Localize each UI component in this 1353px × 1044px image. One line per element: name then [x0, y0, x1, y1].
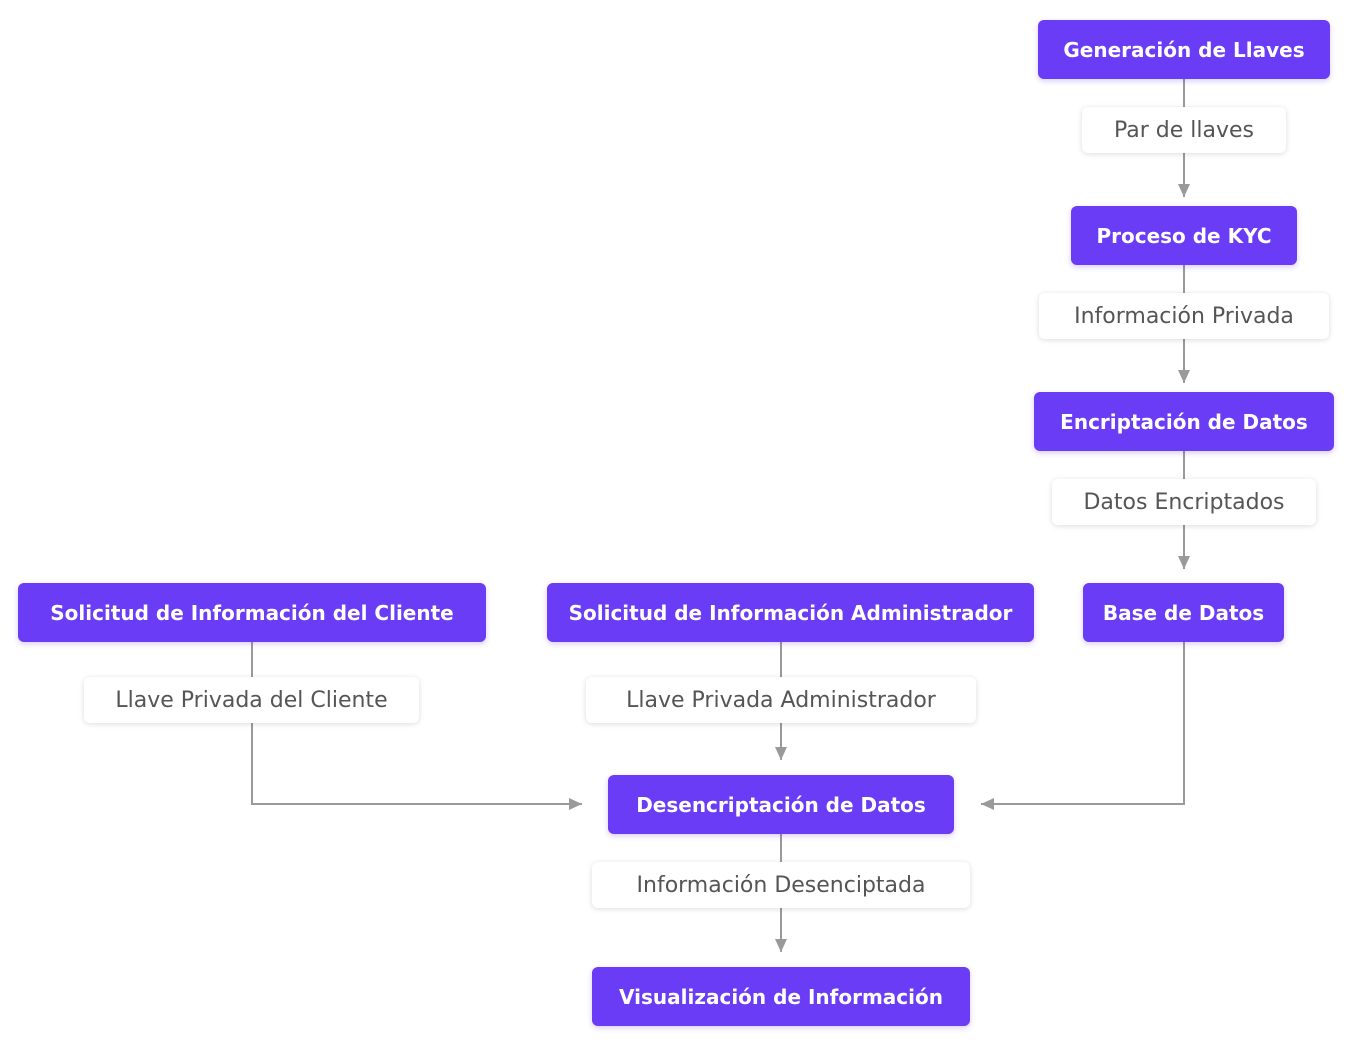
label-encrypted-data: Datos Encriptados [1052, 479, 1316, 525]
edge-database-to-decryption [981, 642, 1185, 810]
node-client-request: Solicitud de Información del Cliente [18, 583, 486, 642]
label-admin-private-key: Llave Privada Administrador [586, 677, 976, 723]
label-private-info: Información Privada [1039, 293, 1329, 339]
edge-client-request-to-decryption [251, 642, 582, 810]
node-admin-request: Solicitud de Información Administrador [547, 583, 1034, 642]
label-decrypted-info: Información Desenciptada [592, 862, 970, 908]
node-info-display: Visualización de Información [592, 967, 970, 1026]
node-data-encryption: Encriptación de Datos [1034, 392, 1334, 451]
node-data-decryption: Desencriptación de Datos [608, 775, 954, 834]
node-key-generation: Generación de Llaves [1038, 20, 1330, 79]
label-key-pair: Par de llaves [1082, 107, 1286, 153]
label-client-private-key: Llave Privada del Cliente [84, 677, 419, 723]
node-database: Base de Datos [1083, 583, 1284, 642]
node-kyc-process: Proceso de KYC [1071, 206, 1297, 265]
